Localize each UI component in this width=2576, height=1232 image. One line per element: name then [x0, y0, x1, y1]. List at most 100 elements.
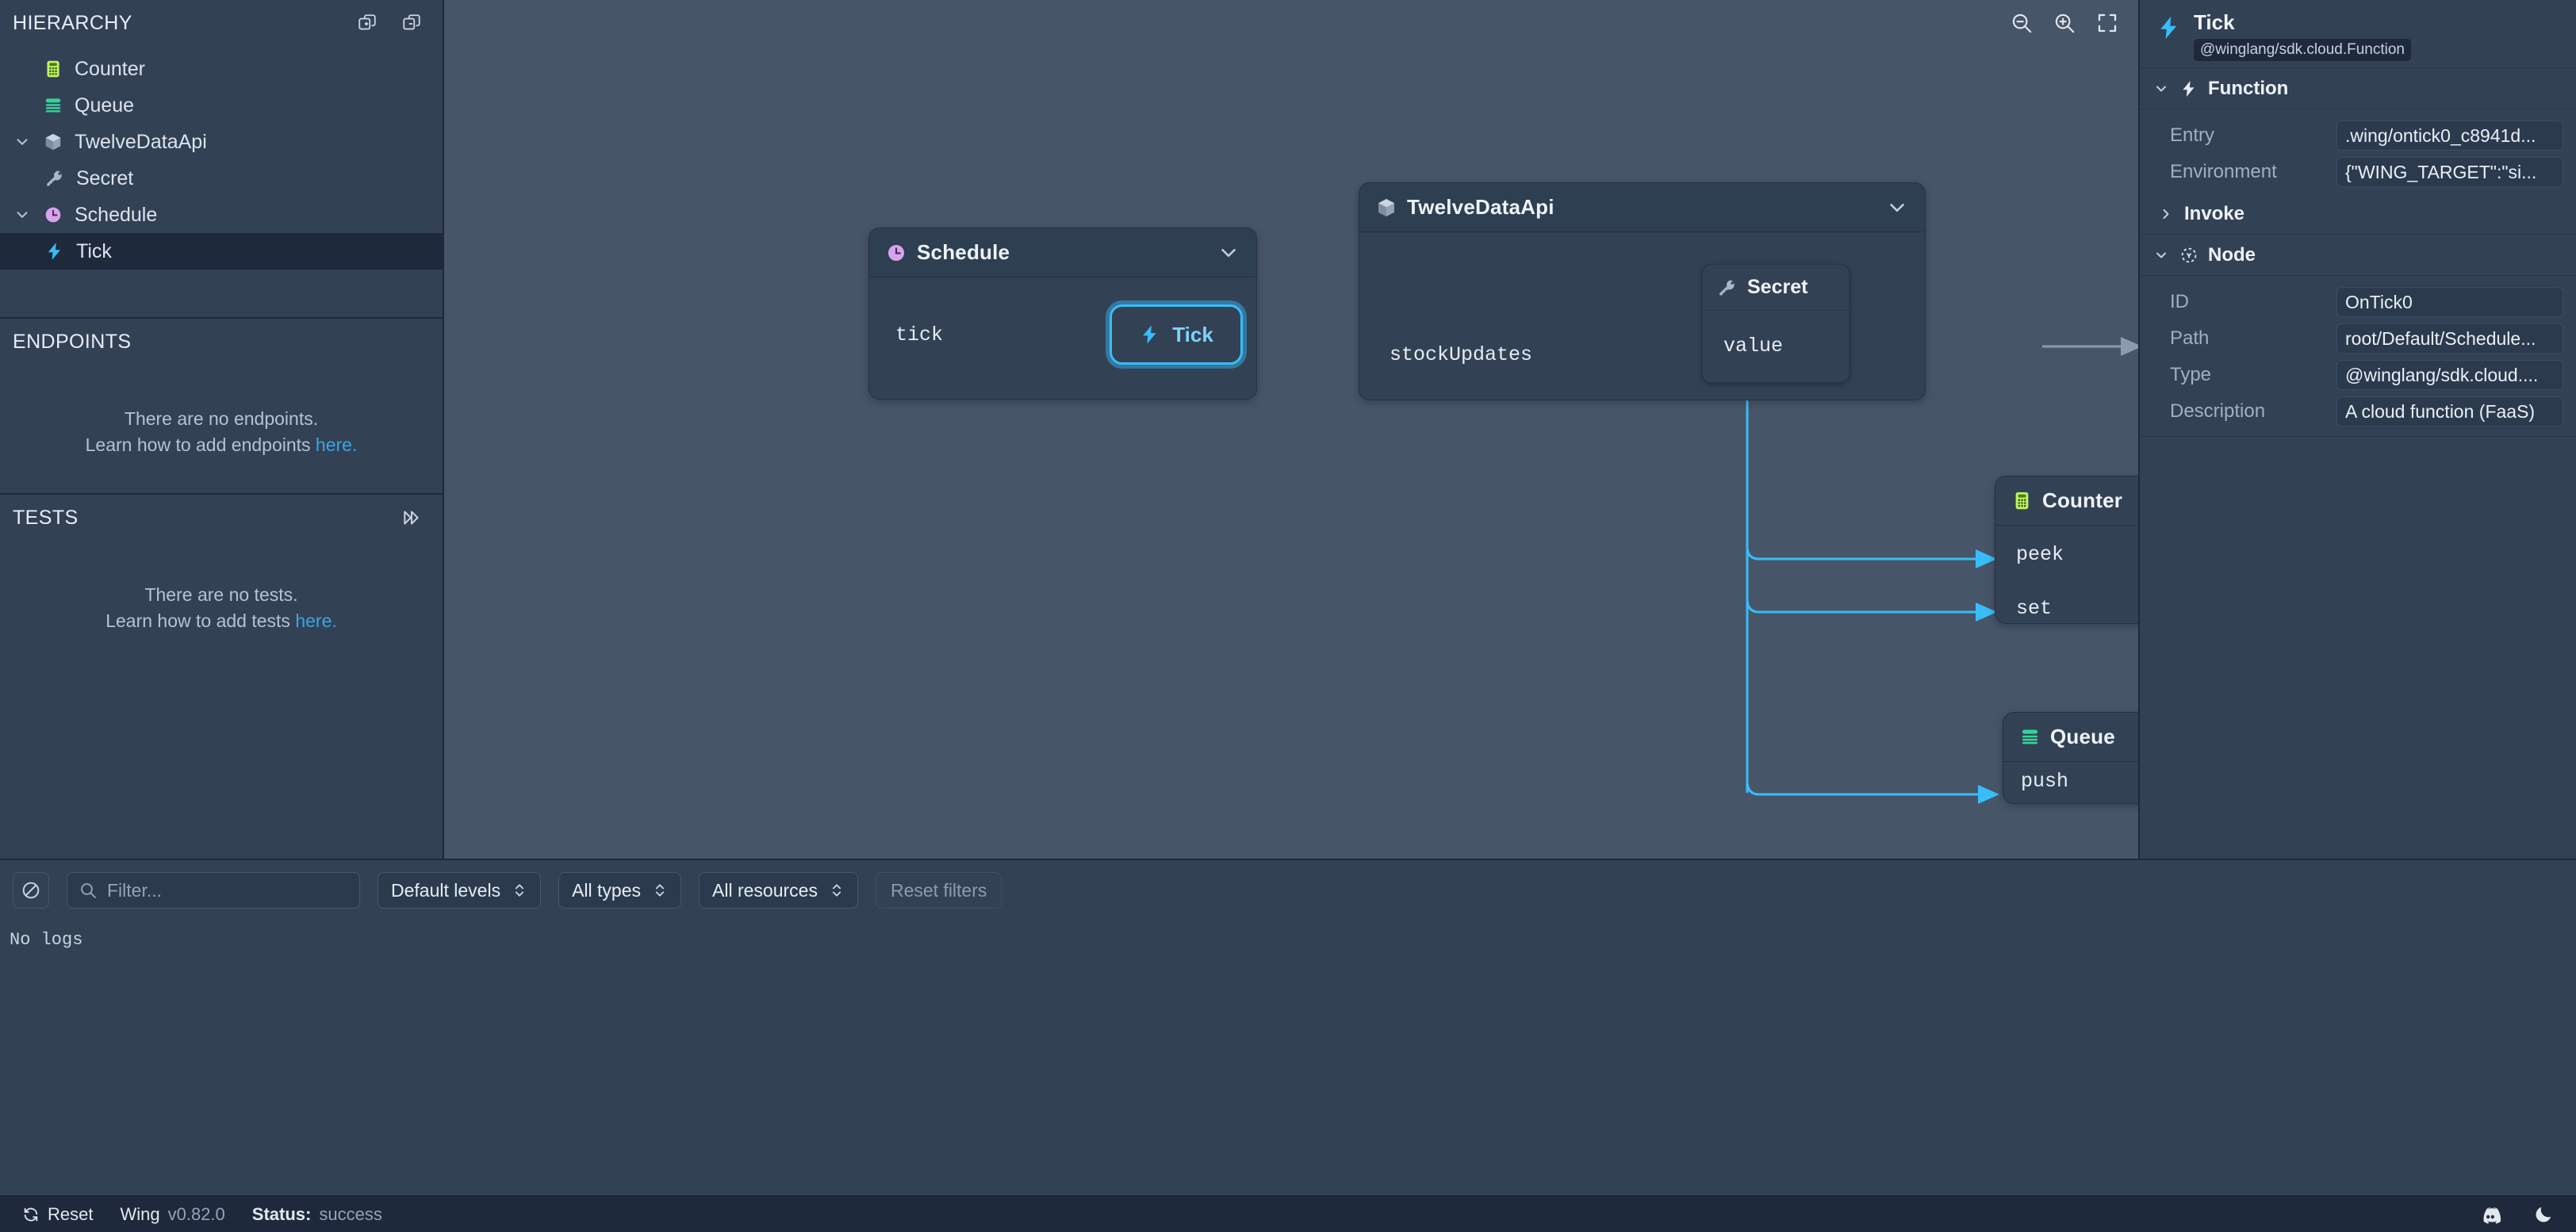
hierarchy-title: HIERARCHY [13, 11, 132, 34]
node-counter-header[interactable]: Counter [1995, 476, 2138, 526]
property-value[interactable]: OnTick0 [2336, 287, 2563, 317]
property-key: Path [2170, 327, 2210, 349]
node-secret[interactable]: Secret value [1702, 264, 1850, 383]
section-header-invoke[interactable]: Invoke [2140, 193, 2576, 235]
chevron-down-icon[interactable] [2152, 247, 2170, 263]
search-icon [79, 881, 98, 900]
log-type-select[interactable]: All types [558, 872, 682, 909]
node-queue-body: push [2003, 762, 2138, 804]
endpoints-help-link[interactable]: here. [315, 434, 358, 456]
chevron-down-icon[interactable] [1885, 196, 1909, 220]
tree-item-twelvedataapi[interactable]: TwelveDataApi [0, 124, 443, 160]
node-twelvedataapi[interactable]: TwelveDataApi stockUpdates [1359, 182, 1926, 400]
tree-item-queue[interactable]: Queue [0, 87, 443, 124]
node-queue-header[interactable]: Queue [2003, 713, 2138, 762]
port-value[interactable]: value [1723, 335, 1784, 358]
tests-help-link[interactable]: here. [295, 610, 337, 632]
reset-button[interactable]: Reset [22, 1204, 93, 1225]
chevron-down-icon[interactable] [8, 206, 36, 224]
port-push[interactable]: push [2021, 770, 2069, 793]
node-twelvedataapi-header[interactable]: TwelveDataApi [1359, 183, 1925, 232]
property-key: ID [2170, 291, 2189, 312]
property-value[interactable]: {"WING_TARGET":"si... [2336, 157, 2563, 187]
port-set[interactable]: set [2016, 597, 2053, 620]
property-value[interactable]: root/Default/Schedule... [2336, 323, 2563, 354]
chevron-updown-icon [512, 882, 527, 899]
inspector-header-text: Tick @winglang/sdk.cloud.Function [2194, 11, 2411, 61]
node-counter-body: peek set [1995, 526, 2138, 624]
clock-icon [885, 242, 907, 264]
log-resource-select[interactable]: All resources [699, 872, 858, 909]
cube-icon [36, 132, 70, 152]
tree-item-schedule[interactable]: Schedule [0, 197, 443, 233]
endpoints-empty-prefix: Learn how to add endpoints [85, 434, 316, 456]
property-value[interactable]: .wing/ontick0_c8941d... [2336, 121, 2563, 151]
chevron-down-icon[interactable] [8, 133, 36, 151]
chevron-down-icon[interactable] [1217, 241, 1240, 265]
main-row: HIERARCHY [0, 0, 2576, 859]
clear-logs-icon[interactable] [13, 872, 49, 909]
endpoints-empty-line1: There are no endpoints. [124, 408, 319, 429]
property-key: Description [2170, 400, 2266, 422]
chevron-right-icon[interactable] [2157, 206, 2175, 222]
hierarchy-panel-header: HIERARCHY [0, 0, 443, 46]
log-filter-input[interactable] [107, 879, 348, 901]
fit-screen-icon[interactable] [2095, 11, 2119, 35]
property-key: Environment [2170, 161, 2277, 182]
port-peek[interactable]: peek [2016, 543, 2064, 566]
node-schedule-header[interactable]: Schedule [869, 228, 1256, 277]
tree-item-counter[interactable]: Counter [0, 51, 443, 87]
property-row-id: ID OnTick0 [2140, 284, 2576, 320]
chevron-down-icon[interactable] [2152, 81, 2170, 97]
collapse-all-icon[interactable] [400, 11, 424, 35]
property-row-entry: Entry .wing/ontick0_c8941d... [2140, 117, 2576, 154]
tree-item-tick[interactable]: Tick [0, 233, 443, 270]
dark-mode-icon[interactable] [2533, 1204, 2554, 1225]
node-secret-title: Secret [1747, 276, 1808, 298]
zoom-out-icon[interactable] [2010, 11, 2034, 35]
status-bar: Reset Wing v0.82.0 Status: success [0, 1196, 2576, 1232]
property-value[interactable]: A cloud function (FaaS) [2336, 396, 2563, 427]
reset-filters-button[interactable]: Reset filters [875, 872, 1002, 909]
node-twelvedataapi-body: stockUpdates Secret value [1359, 232, 1925, 400]
tree-item-label: Counter [75, 57, 145, 80]
tests-empty-line2: Learn how to add tests here. [0, 608, 443, 634]
tree-item-secret[interactable]: Secret [0, 160, 443, 197]
port-tick[interactable]: tick [895, 323, 944, 346]
version-label: v0.82.0 [167, 1203, 225, 1224]
console-toolbar: Default levels All types All resources R… [0, 860, 2576, 920]
tests-panel-header: TESTS [0, 495, 443, 541]
section-header-node[interactable]: Node [2140, 235, 2576, 276]
status-badge: Status: success [252, 1204, 382, 1225]
expand-all-icon[interactable] [355, 11, 379, 35]
port-stockupdates[interactable]: stockUpdates [1390, 343, 1533, 366]
node-queue[interactable]: Queue push [2003, 712, 2138, 804]
tests-empty-prefix: Learn how to add tests [105, 610, 296, 632]
section-header-function[interactable]: Function [2140, 68, 2576, 109]
log-filter-box[interactable] [67, 872, 360, 909]
status-value: success [319, 1203, 382, 1224]
zoom-in-icon[interactable] [2053, 11, 2076, 35]
function-icon [1139, 323, 1161, 346]
tree-item-label: Schedule [75, 203, 158, 226]
graph-canvas[interactable]: Schedule tick Tick [444, 0, 2138, 859]
canvas-toolbar [2010, 11, 2119, 35]
counter-icon [2011, 490, 2033, 511]
property-value[interactable]: @winglang/sdk.cloud.... [2336, 360, 2563, 390]
node-schedule[interactable]: Schedule tick Tick [868, 228, 1257, 400]
hierarchy-tree: Counter Queue [0, 46, 443, 270]
cube-icon [1375, 197, 1397, 219]
discord-icon[interactable] [2479, 1203, 2501, 1226]
chevron-updown-icon [829, 882, 845, 899]
function-icon [2179, 79, 2198, 98]
node-tick[interactable]: Tick [1110, 304, 1243, 365]
left-sidebar: HIERARCHY [0, 0, 444, 859]
log-output: No logs [0, 920, 2576, 959]
node-secret-header[interactable]: Secret [1703, 265, 1849, 311]
function-properties: Entry .wing/ontick0_c8941d... Environmen… [2140, 109, 2576, 190]
log-level-select[interactable]: Default levels [378, 872, 542, 909]
run-all-tests-icon[interactable] [400, 506, 424, 530]
node-counter[interactable]: Counter peek set [1995, 476, 2138, 624]
status-label: Status: [251, 1203, 312, 1224]
